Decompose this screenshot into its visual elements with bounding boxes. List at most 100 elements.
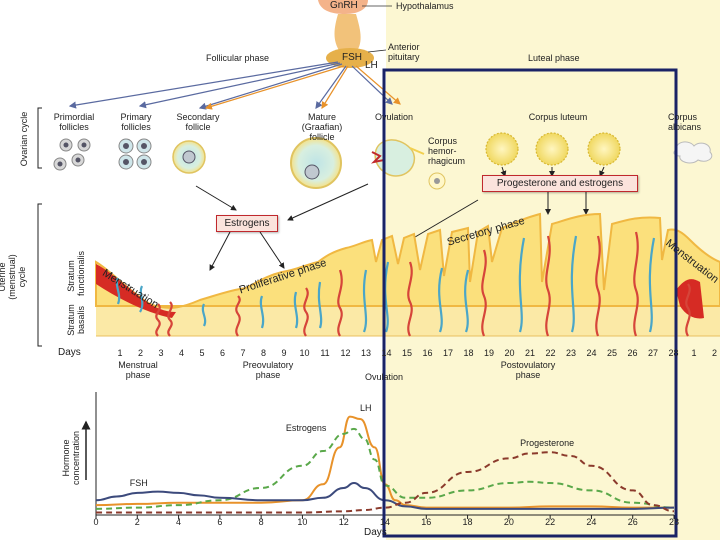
stage-primordial: Primordial follicles (53, 112, 95, 132)
menstrual-phase-label: Menstrual phase (118, 360, 158, 380)
stage-secondary: Secondary follicle (176, 112, 220, 132)
corpus-luteum-graphic (485, 132, 621, 177)
luteal-frame (382, 68, 678, 538)
day-number: 1 (691, 348, 697, 358)
day-number: 21 (524, 348, 536, 358)
estrogens-box: Estrogens (216, 215, 278, 232)
stage-primary: Primary follicles (120, 112, 152, 132)
x-tick-label: 18 (462, 517, 473, 527)
days-row-label: Days (58, 347, 81, 358)
ovulation-day-label: Ovulation (364, 372, 404, 382)
series-line-estrogens (95, 427, 675, 510)
day-number: 10 (299, 348, 310, 358)
day-number: 13 (360, 348, 372, 358)
lh-label: LH (365, 60, 378, 71)
corpus-albicans-graphic (673, 141, 713, 164)
series-line-progesterone (96, 451, 675, 514)
day-number: 7 (240, 348, 246, 358)
progesterone-estrogens-box: Progesterone and estrogens (482, 175, 638, 192)
day-number: 1 (117, 348, 123, 358)
mature-follicle-graphic (290, 137, 342, 189)
day-number: 8 (260, 348, 267, 358)
x-tick-label: 16 (421, 517, 432, 527)
x-tick-label: 28 (668, 517, 680, 527)
follicular-phase-label: Follicular phase (206, 53, 270, 63)
day-number: 3 (158, 348, 164, 358)
primordial-follicles-graphic (53, 138, 91, 171)
corpus-hemorrhagicum-label: Corpus hemor- rhagicum (428, 136, 466, 166)
x-tick-label: 14 (379, 517, 391, 527)
day-number: 18 (463, 348, 474, 358)
x-tick-label: 0 (93, 517, 99, 527)
endometrium-functionalis (95, 212, 720, 309)
day-number: 26 (627, 348, 638, 358)
stage-corpus-luteum: Corpus luteum (528, 112, 588, 122)
postovulatory-phase-label: Postovulatory phase (500, 360, 556, 380)
series-line-fsh (95, 482, 675, 510)
stratum-basalis-label: Stratum basalis (66, 304, 86, 336)
x-tick-label: 12 (338, 517, 349, 527)
day-number: 22 (545, 348, 556, 358)
stage-mature: Mature (Graafian) follicle (301, 112, 343, 142)
series-line-lh (95, 415, 674, 509)
day-number: 25 (606, 348, 618, 358)
stage-corpus-albicans: Corpus albicans (668, 112, 702, 132)
fsh-arrows (68, 61, 401, 110)
menstrual-blood-right (676, 279, 704, 319)
series-label-fsh: FSH (129, 477, 148, 488)
x-tick-label: 26 (627, 517, 638, 527)
day-number: 12 (340, 348, 351, 358)
preovulatory-phase-label: Preovulatory phase (242, 360, 294, 380)
day-number: 20 (504, 348, 515, 358)
day-number: 11 (320, 348, 330, 358)
pituitary-stalk (334, 14, 361, 52)
chart-tick-marks (95, 515, 675, 519)
day-number: 14 (381, 348, 392, 358)
day-number: 16 (422, 348, 433, 358)
secondary-follicle-graphic (172, 140, 206, 174)
series-label-progesterone: Progesterone (520, 438, 575, 449)
uterine-cycle-label: Uterine (menstrual) cycle (0, 254, 27, 300)
ovarian-cycle-label: Ovarian cycle (19, 111, 29, 167)
day-number: 2 (137, 348, 144, 358)
spiral-arteries (155, 231, 691, 337)
luteal-phase-label: Luteal phase (528, 53, 580, 63)
day-number: 6 (219, 348, 226, 358)
day-number: 23 (565, 348, 577, 358)
day-number: 9 (281, 348, 287, 358)
anterior-pituitary-label: Anterior pituitary (388, 42, 420, 62)
day-number: 5 (199, 348, 205, 358)
fsh-label: FSH (342, 52, 362, 63)
x-tick-label: 2 (134, 517, 140, 527)
x-tick-label: 8 (258, 517, 264, 527)
day-number: 27 (647, 348, 659, 358)
endometrial-glands (115, 235, 656, 333)
day-number: 4 (178, 348, 185, 358)
day-number: 17 (442, 348, 454, 358)
primary-follicles-graphic (118, 138, 152, 170)
stage-ovulation: Ovulation (374, 112, 414, 122)
hypothalamus-shape (318, 0, 368, 14)
x-tick-label: 10 (297, 517, 308, 527)
x-tick-label: 6 (217, 517, 223, 527)
x-tick-label: 20 (503, 517, 514, 527)
day-number: 15 (401, 348, 413, 358)
gnrh-label: GnRH (330, 0, 358, 11)
day-number: 19 (483, 348, 495, 358)
x-tick-label: 24 (586, 517, 597, 527)
stratum-functionalis-label: Stratum functionalis (66, 250, 86, 296)
day-number: 2 (711, 348, 718, 358)
series-label-lh: LH (359, 403, 372, 414)
chart-ylabel: Hormone concentration (61, 430, 81, 486)
day-number: 28 (668, 348, 679, 358)
day-number: 24 (586, 348, 597, 358)
x-tick-label: 22 (545, 517, 556, 527)
hypothalamus-label: Hypothalamus (396, 1, 454, 11)
menstrual-blood-left (96, 264, 176, 318)
x-tick-label: 4 (176, 517, 182, 527)
chart-xlabel: Days (364, 527, 387, 538)
chart-series-group (95, 415, 675, 514)
series-label-estrogens: Estrogens (285, 422, 327, 433)
